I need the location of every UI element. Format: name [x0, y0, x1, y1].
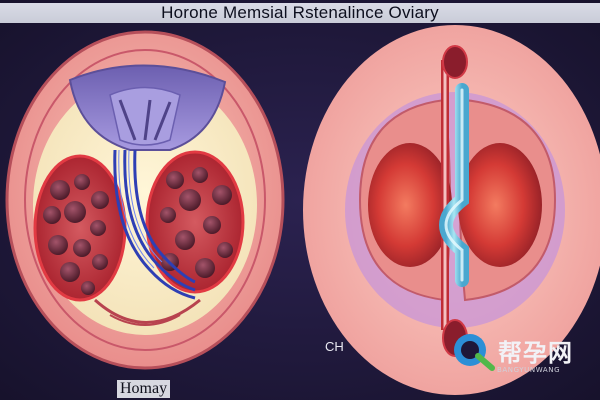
- cyan-tube-highlight: [444, 88, 464, 282]
- left-follicles: [43, 174, 109, 295]
- uterus-inner: [109, 86, 181, 146]
- left-lobe-core: [368, 143, 452, 267]
- left-caption-label: Homay: [117, 380, 171, 398]
- watermark-text: 帮孕网: [498, 339, 573, 367]
- top-node: [442, 45, 468, 79]
- right-caption-label: CH: [325, 339, 344, 354]
- right-follicles: [160, 167, 233, 278]
- uterus-folds: [118, 99, 172, 141]
- right-cross-section-illustration: [303, 25, 600, 395]
- blue-duct-highlights: [118, 149, 163, 269]
- left-ovary-illustration: [5, 30, 285, 370]
- lower-tissue-fold: [93, 298, 201, 324]
- lower-tissue-fold-2: [109, 314, 181, 326]
- blue-ducts: [113, 149, 196, 300]
- watermark-subtext: BANGYUNWANG: [497, 366, 561, 374]
- watermark-logo-icon: [454, 334, 495, 371]
- page-title: Horone Memsial Rstenalince Oviary: [0, 3, 600, 23]
- right-lobe-core: [458, 143, 542, 267]
- left-tissue-ring: [24, 49, 266, 351]
